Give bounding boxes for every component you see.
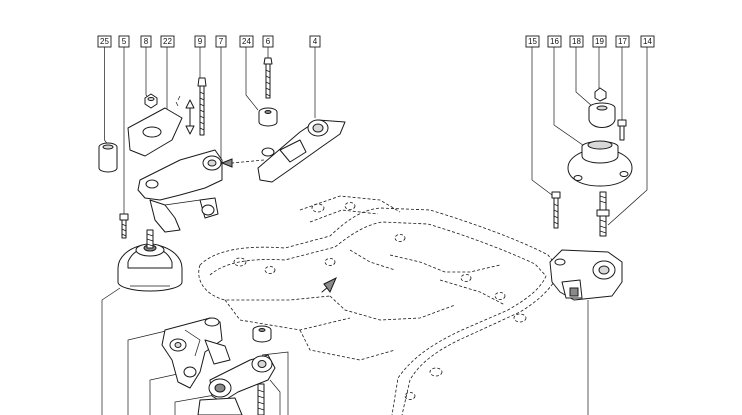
svg-text:4: 4 [313,37,318,46]
bolt-17 [617,119,627,141]
right-lower-bracket [549,249,623,301]
callout-15: 15 [525,35,540,48]
torque-rod [197,354,276,415]
svg-text:24: 24 [242,37,251,46]
callout-22: 22 [160,35,175,48]
callout-19: 19 [592,35,607,48]
direction-arrows [175,95,195,135]
svg-text:19: 19 [595,37,604,46]
svg-text:7: 7 [219,37,224,46]
stud-14 [596,191,610,237]
bolt-9 [197,77,207,136]
torque-link-group [257,57,346,183]
mount-dome-16 [567,140,633,187]
engine-mount [117,229,183,292]
bushing-25 [98,142,118,173]
cup-18 [588,102,616,128]
callout-6: 6 [262,35,274,48]
callout-9: 9 [194,35,206,48]
nut-19 [594,87,607,102]
torque-bracket-4 [257,119,346,183]
bolt-6 [263,57,273,99]
callout-17: 17 [615,35,630,48]
callout-16: 16 [547,35,562,48]
svg-text:8: 8 [144,37,149,46]
left-mount-group [98,77,265,292]
callout-14: 14 [640,35,655,48]
svg-text:5: 5 [122,37,127,46]
lower-left-assembly [161,317,276,415]
svg-text:22: 22 [163,37,172,46]
washer-24 [258,107,278,127]
callout-5: 5 [118,35,130,48]
cast-bracket [161,317,231,389]
callout-24: 24 [239,35,254,48]
svg-text:18: 18 [572,37,581,46]
svg-text:25: 25 [100,37,109,46]
svg-text:9: 9 [198,37,203,46]
rod-washer [252,325,272,343]
callout-4: 4 [309,35,321,48]
rod-bolt [257,383,265,415]
subframe [198,195,561,415]
arm-bracket-7 [137,149,223,233]
bolt-5 [119,213,129,239]
callout-25: 25 [97,35,112,48]
callout-8: 8 [140,35,152,48]
bolt-15 [551,191,561,229]
svg-text:16: 16 [550,37,559,46]
callout-7: 7 [215,35,227,48]
svg-text:15: 15 [528,37,537,46]
svg-text:14: 14 [643,37,652,46]
bracket-plate-22 [127,107,183,157]
svg-text:6: 6 [266,37,271,46]
svg-text:17: 17 [618,37,627,46]
nut-8 [144,93,158,109]
right-mount-group [549,87,633,301]
callout-18: 18 [569,35,584,48]
